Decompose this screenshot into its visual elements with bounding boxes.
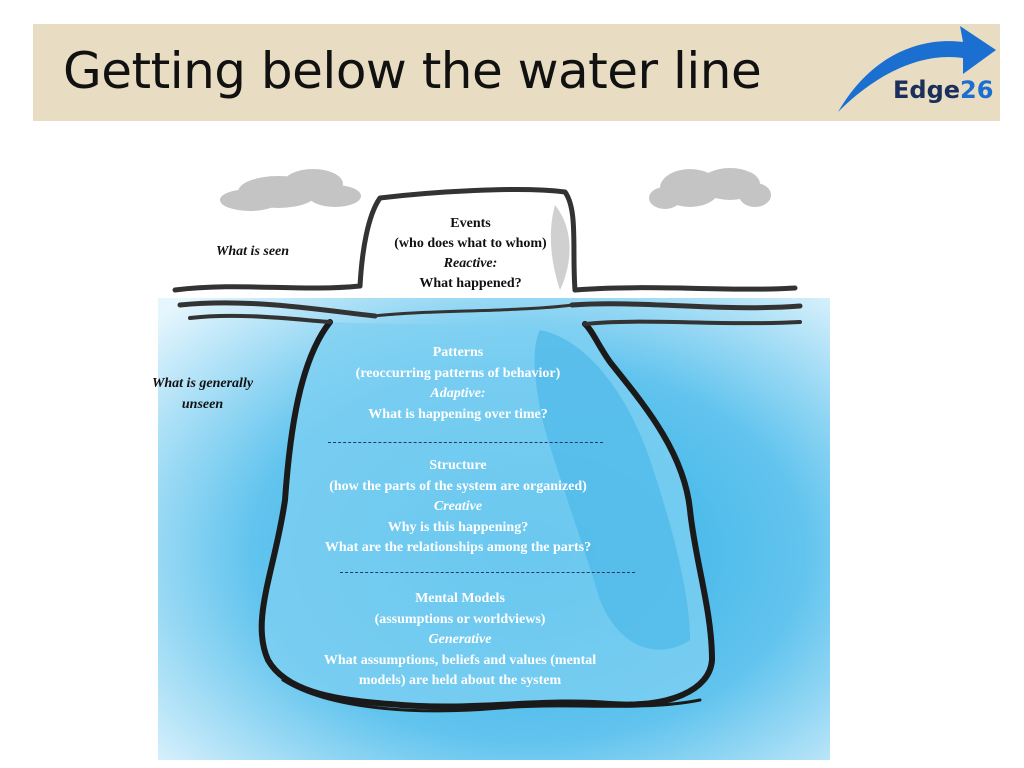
patterns-heading: Patterns (432, 345, 484, 360)
logo-number: 26 (960, 76, 994, 104)
events-description: (who does what to whom) (394, 236, 547, 251)
label-what-is-unseen: What is generally unseen (130, 373, 275, 415)
mental-models-question: What assumptions, beliefs and values (me… (323, 652, 597, 668)
events-question: What happened? (419, 276, 522, 291)
title-bar: Getting below the water line (33, 24, 1000, 121)
mental-models-mode: Generative (428, 632, 492, 647)
patterns-block: Patterns (reoccurring patterns of behavi… (318, 343, 598, 425)
structure-question2: What are the relationships among the par… (324, 540, 592, 555)
cloud-right-icon (649, 168, 771, 209)
patterns-description: (reoccurring patterns of behavior) (355, 365, 561, 381)
divider-patterns-structure (328, 442, 603, 443)
structure-description: (how the parts of the system are organiz… (329, 478, 587, 494)
events-block: Events (who does what to whom) Reactive:… (358, 214, 583, 294)
mental-models-question2: models) are held about the system (358, 673, 562, 688)
logo-word: Edge (893, 76, 961, 104)
events-mode: Reactive: (443, 256, 498, 271)
mental-models-heading: Mental Models (415, 591, 505, 606)
page-title: Getting below the water line (63, 42, 762, 100)
label-unseen-line1: What is generally (151, 376, 254, 391)
label-unseen-line2: unseen (181, 397, 224, 412)
iceberg-underwater (258, 319, 716, 713)
structure-block: Structure (how the parts of the system a… (288, 456, 628, 559)
patterns-question: What is happening over time? (368, 406, 548, 422)
mental-models-description: (assumptions or worldviews) (374, 611, 546, 627)
events-heading: Events (450, 216, 491, 231)
iceberg-tip (357, 187, 578, 295)
structure-mode: Creative (433, 499, 483, 514)
cloud-left-icon (220, 169, 361, 211)
structure-heading: Structure (429, 458, 487, 473)
edge26-arrow-icon (838, 26, 996, 112)
patterns-mode: Adaptive: (430, 386, 486, 401)
structure-question: Why is this happening? (387, 519, 529, 535)
divider-structure-models (340, 572, 635, 573)
waterline (172, 283, 803, 326)
mental-models-block: Mental Models (assumptions or worldviews… (285, 589, 635, 692)
label-what-is-seen: What is seen (215, 244, 290, 259)
logo: Edge26 (893, 76, 993, 104)
